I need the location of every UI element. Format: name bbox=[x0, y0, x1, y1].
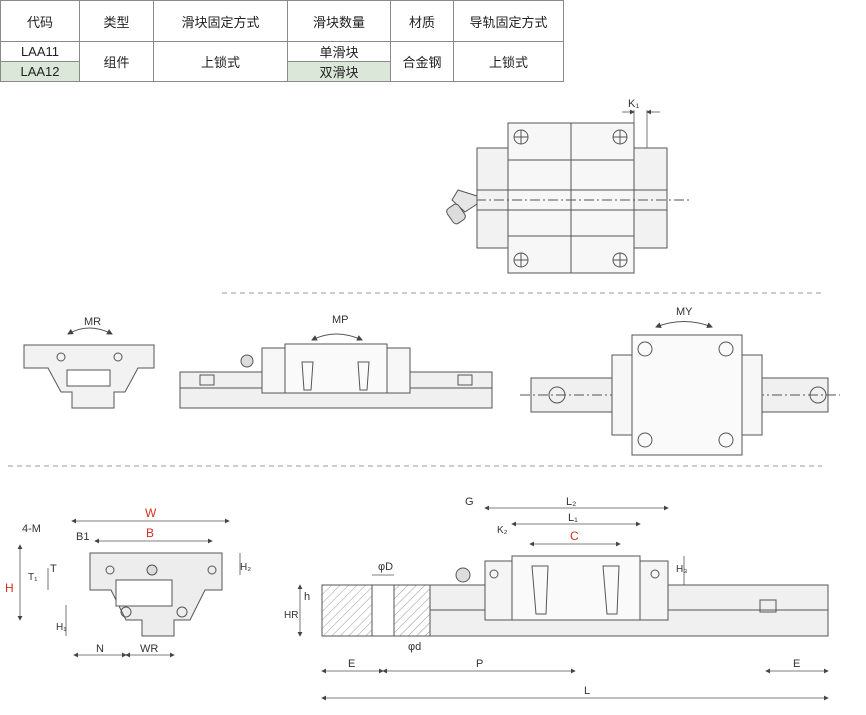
dim-b-label: B bbox=[146, 526, 154, 540]
dim-t-label: T bbox=[50, 563, 57, 575]
yaw-moment-view bbox=[520, 321, 840, 456]
dim-c-label: C bbox=[570, 529, 579, 543]
pitch-moment-view bbox=[179, 333, 493, 409]
dim-e-right-label: E bbox=[793, 658, 800, 670]
moment-mp-label: MP bbox=[332, 314, 349, 326]
slider-count-cell: 双滑块 bbox=[287, 61, 391, 82]
dim-t1-label: T₁ bbox=[28, 572, 38, 583]
dim-k2-label: K₂ bbox=[497, 525, 508, 536]
dim-4m-label: 4-M bbox=[22, 523, 41, 535]
bolt-hole bbox=[612, 252, 628, 268]
bolt-hole bbox=[513, 129, 529, 145]
dim-h-small-label: h bbox=[304, 591, 310, 603]
code-cell: LAA12 bbox=[0, 61, 80, 82]
moment-mr-label: MR bbox=[84, 316, 101, 328]
dim-p-label: P bbox=[476, 658, 483, 670]
dim-w-label: W bbox=[145, 506, 157, 520]
dim-phi-d-upper-label: φD bbox=[378, 561, 393, 573]
bolt-hole bbox=[513, 252, 529, 268]
dim-k1-label: K₁ bbox=[628, 98, 639, 110]
header-material: 材质 bbox=[390, 0, 454, 42]
dim-n-label: N bbox=[96, 643, 104, 655]
dim-h2-label: H₂ bbox=[240, 562, 251, 573]
front-section-view bbox=[17, 518, 241, 658]
dim-e-left-label: E bbox=[348, 658, 355, 670]
header-slider-count: 滑块数量 bbox=[287, 0, 391, 42]
header-rail-fix: 导轨固定方式 bbox=[453, 0, 564, 42]
spec-table: 代码 类型 滑块固定方式 滑块数量 材质 导轨固定方式 LAA11 组件 上锁式… bbox=[0, 0, 564, 82]
dim-wr-label: WR bbox=[140, 643, 158, 655]
table-row: LAA12 双滑块 bbox=[0, 61, 564, 82]
dim-l1-label: L₁ bbox=[568, 512, 578, 524]
slider-fix-cell: 上锁式 bbox=[153, 41, 288, 82]
moment-my-label: MY bbox=[676, 306, 693, 318]
dim-phi-d-lower-label: φd bbox=[408, 641, 421, 653]
dim-g-label: G bbox=[465, 496, 474, 508]
dim-hr-label: HR bbox=[284, 610, 298, 621]
dim-h-label: H bbox=[5, 581, 14, 595]
roll-moment-view bbox=[23, 327, 155, 409]
code-cell: LAA11 bbox=[0, 41, 80, 62]
bolt-hole bbox=[612, 129, 628, 145]
dim-b1-label: B1 bbox=[76, 531, 89, 543]
rail-fix-cell: 上锁式 bbox=[453, 41, 564, 82]
spec-header-row: 代码 类型 滑块固定方式 滑块数量 材质 导轨固定方式 bbox=[0, 0, 564, 42]
header-code: 代码 bbox=[0, 0, 80, 42]
type-cell: 组件 bbox=[79, 41, 154, 82]
side-section-view bbox=[297, 505, 829, 701]
top-plan-view bbox=[446, 109, 690, 274]
dim-h1-label: H₁ bbox=[56, 622, 67, 633]
dim-h3-label: H₃ bbox=[676, 564, 687, 575]
material-cell: 合金钢 bbox=[390, 41, 454, 82]
table-row: LAA11 组件 上锁式 单滑块 合金钢 上锁式 bbox=[0, 41, 564, 82]
dim-l2-label: L₂ bbox=[566, 496, 576, 508]
grease-nipple-icon bbox=[446, 189, 478, 225]
dim-l-label: L bbox=[584, 685, 590, 697]
